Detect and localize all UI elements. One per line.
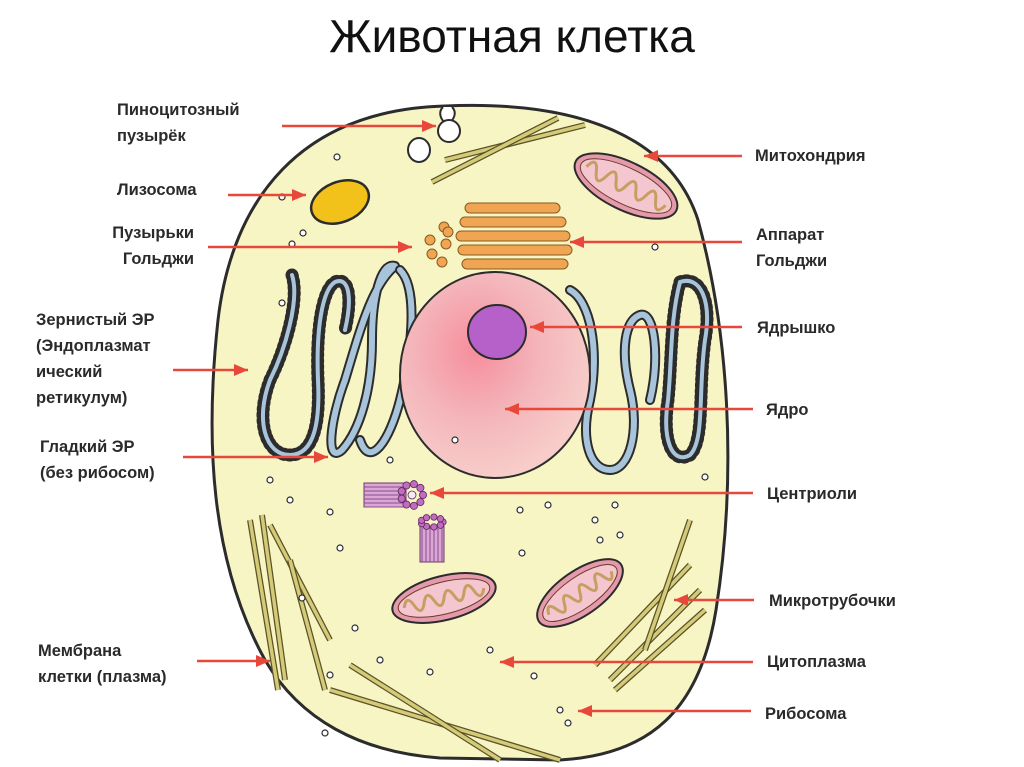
label-line: Центриоли — [767, 485, 857, 503]
label-line: Лизосома — [117, 181, 197, 199]
arrowhead-microtubules — [674, 594, 688, 606]
arrowhead-smooth-er — [314, 451, 328, 463]
centrioles — [363, 480, 447, 563]
label-line: Гольджи — [123, 250, 194, 268]
label-centrioles: Центриоли — [767, 485, 857, 503]
label-line: Ядро — [766, 401, 809, 419]
arrowhead-rough-er — [234, 364, 248, 376]
arrowhead-nucleus — [505, 403, 519, 415]
arrowhead-pinocytic — [422, 120, 436, 132]
microtubules — [247, 115, 707, 763]
label-line: Цитоплазма — [767, 653, 867, 671]
label-nucleus: Ядро — [766, 401, 809, 419]
label-smooth-er: Гладкий ЭР (без рибосом) — [40, 438, 155, 482]
arrowhead-lysosome — [292, 189, 306, 201]
ribosomes — [266, 153, 709, 737]
label-microtubules: Микротрубочки — [769, 592, 896, 610]
arrowhead-golgi-vesicles — [398, 241, 412, 253]
label-line: ический — [36, 363, 102, 381]
page-title: Животная клетка — [329, 10, 695, 62]
label-membrane: Мембрана клетки (плазма) — [38, 642, 167, 686]
golgi-apparatus — [455, 202, 573, 270]
label-line: (без рибосом) — [40, 464, 155, 482]
label-cytoplasm: Цитоплазма — [767, 653, 867, 671]
mitochondria — [391, 152, 679, 628]
arrowhead-centrioles — [430, 487, 444, 499]
label-line: Гольджи — [756, 252, 827, 270]
label-mitochondria: Митохондрия — [755, 147, 866, 165]
lysosome — [309, 179, 371, 225]
label-line: Аппарат — [756, 226, 824, 244]
label-line: Пиноцитозный — [117, 101, 239, 119]
label-line: ретикулум) — [36, 389, 127, 407]
label-line: Мембрана — [38, 642, 122, 660]
arrowhead-golgi — [570, 236, 584, 248]
label-lysosome: Лизосома — [117, 181, 197, 199]
arrowhead-ribosome — [578, 705, 592, 717]
nucleolus — [467, 304, 527, 360]
arrowhead-nucleolus — [530, 321, 544, 333]
label-line: Митохондрия — [755, 147, 866, 165]
label-line: Ядрышко — [757, 319, 835, 337]
golgi-vesicles — [424, 221, 454, 268]
label-line: (Эндоплазмат — [36, 337, 151, 355]
label-line: пузырёк — [117, 127, 186, 145]
label-ribosome: Рибосома — [765, 705, 847, 723]
label-line: Зернистый ЭР — [36, 311, 155, 329]
label-line: Пузырьки — [112, 224, 194, 242]
pinocytic-vesicles — [407, 119, 461, 163]
label-line: Микротрубочки — [769, 592, 896, 610]
arrowhead-membrane — [256, 655, 270, 667]
nucleus — [399, 271, 591, 479]
label-line: Гладкий ЭР — [40, 438, 135, 456]
arrowhead-cytoplasm — [500, 656, 514, 668]
rough-er — [256, 268, 714, 464]
smooth-er — [326, 260, 661, 476]
label-pinocytic: Пиноцитозный пузырёк — [117, 101, 239, 145]
label-rough-er: Зернистый ЭР (Эндоплазмат ический ретикулум… — [36, 311, 155, 407]
label-line: Рибосома — [765, 705, 847, 723]
arrowhead-mitochondria — [644, 150, 658, 162]
label-nucleolus: Ядрышко — [757, 319, 835, 337]
label-line: клетки (плазма) — [38, 668, 167, 686]
